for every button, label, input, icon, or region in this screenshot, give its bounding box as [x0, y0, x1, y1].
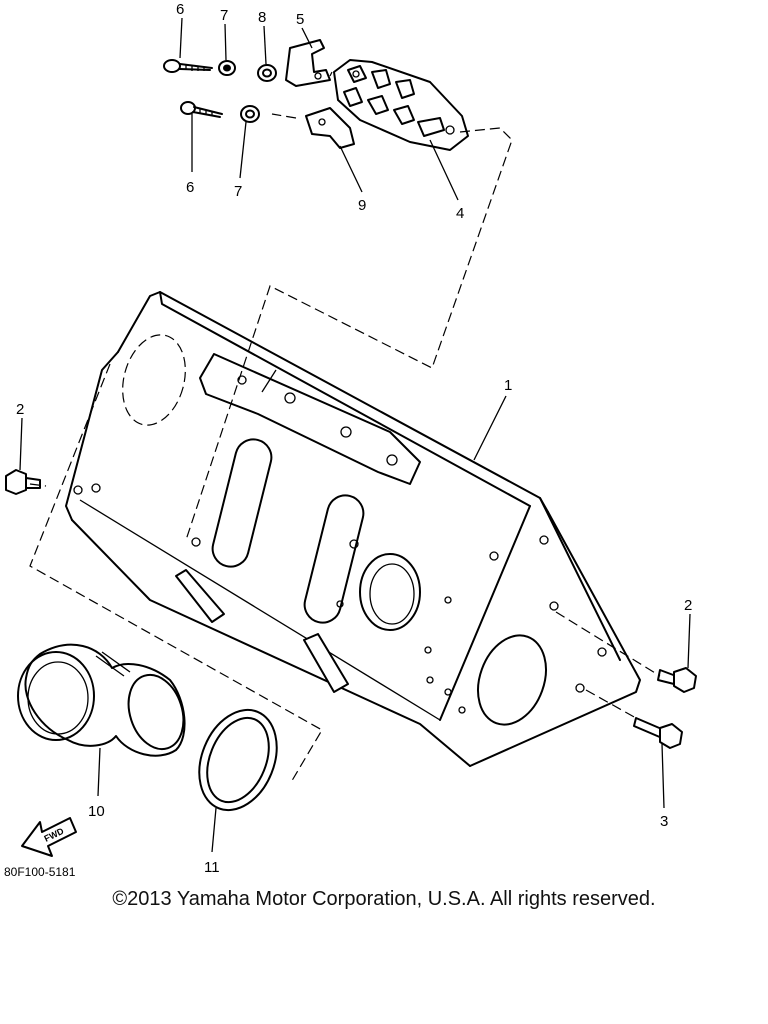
callout-4: 4 [456, 205, 464, 222]
main-housing-part-1 [65, 291, 641, 767]
bolt-part-2-left [5, 469, 41, 495]
callout-7-top: 7 [220, 7, 228, 24]
intake-joint-part-10 [17, 643, 186, 757]
fwd-arrow-icon: FWD [21, 817, 77, 857]
callout-labels: 1 2 2 3 4 5 6 6 7 7 8 9 10 11 [16, 1, 692, 876]
diagram-code: 80F100-5181 [4, 865, 76, 879]
callout-6-lower: 6 [186, 179, 194, 196]
callout-8: 8 [258, 9, 266, 26]
clamp-part-9 [305, 107, 355, 149]
regulator-part-4 [333, 59, 469, 151]
bracket-part-5 [285, 39, 331, 87]
nut-part-7-lower [240, 105, 260, 123]
upper-hardware-cluster [163, 39, 469, 151]
callout-10: 10 [88, 803, 105, 820]
callout-6-top: 6 [176, 1, 184, 18]
copyright-notice: ©2013 Yamaha Motor Corporation, U.S.A. A… [112, 888, 656, 910]
bolt-part-3 [633, 717, 683, 749]
screw-part-6-top [163, 59, 213, 73]
callout-2-left: 2 [16, 401, 24, 418]
callout-11: 11 [204, 859, 220, 876]
screw-part-6-lower [180, 101, 223, 118]
bolt-part-2-right [657, 667, 697, 693]
callout-5: 5 [296, 11, 304, 28]
collar-part-8 [257, 64, 277, 82]
assembly-guide-lines [29, 71, 661, 785]
gasket-part-11 [198, 708, 278, 812]
washer-part-7-top [218, 60, 236, 76]
callout-1: 1 [504, 377, 512, 394]
callout-9: 9 [358, 197, 366, 214]
callout-2-right: 2 [684, 597, 692, 614]
callout-3: 3 [660, 813, 668, 830]
callout-7-lower: 7 [234, 183, 242, 200]
leader-lines [19, 17, 691, 853]
